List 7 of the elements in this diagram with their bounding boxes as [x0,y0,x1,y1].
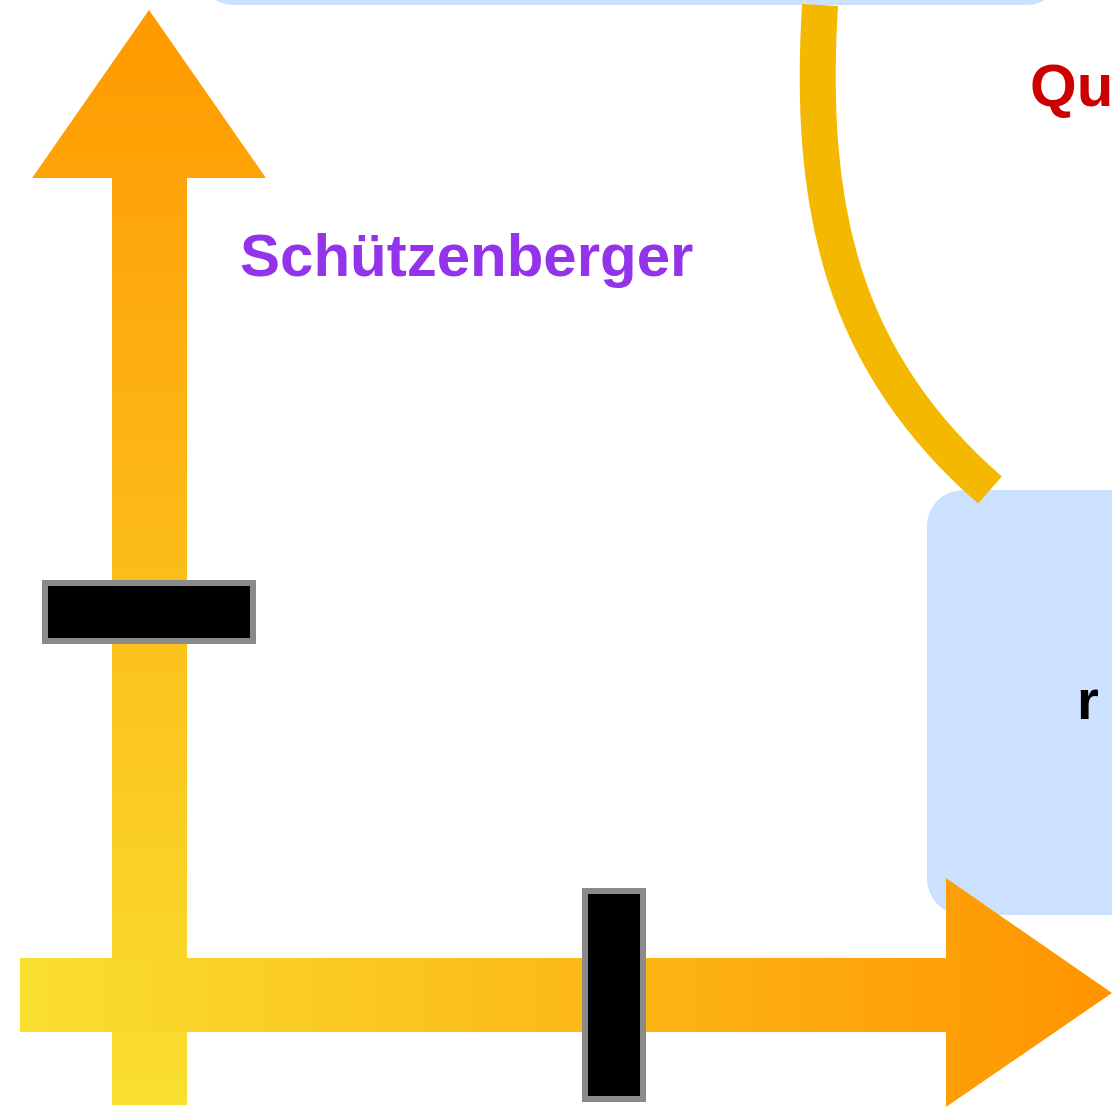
rough-curve [799,4,1003,504]
label-text: Qu [1030,56,1112,116]
rounded-box [927,490,1112,915]
bar-mark [42,580,256,644]
label-text: Schützenberger [240,226,694,286]
box-text: r [1077,672,1099,728]
bar-mark [582,888,646,1102]
